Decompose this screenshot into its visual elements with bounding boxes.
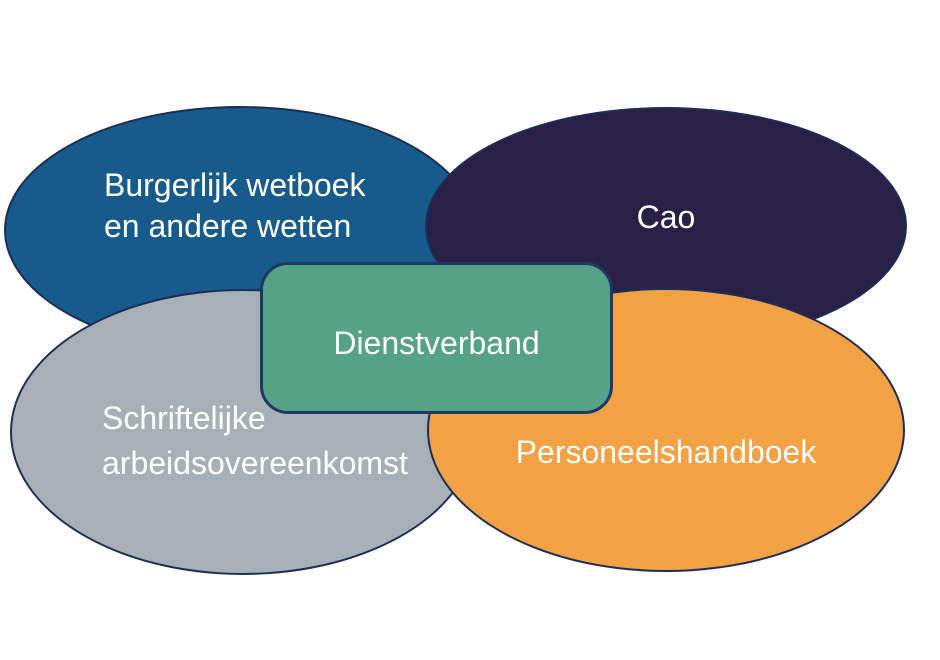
center-box-dienstverband: Dienstverband	[260, 262, 613, 414]
ellipse-personeelshandboek-label: Personeelshandboek	[515, 434, 817, 470]
ellipse-burgerlijk-wetboek-label: Burgerlijk wetboek en andere wetten	[104, 167, 366, 244]
ellipse-cao-label: Cao	[636, 199, 696, 235]
ellipse-schriftelijke-arbeidsovereenkomst-label: Schriftelijke arbeidsovereenkomst	[102, 400, 408, 481]
center-box-dienstverband-label: Dienstverband	[333, 325, 540, 361]
